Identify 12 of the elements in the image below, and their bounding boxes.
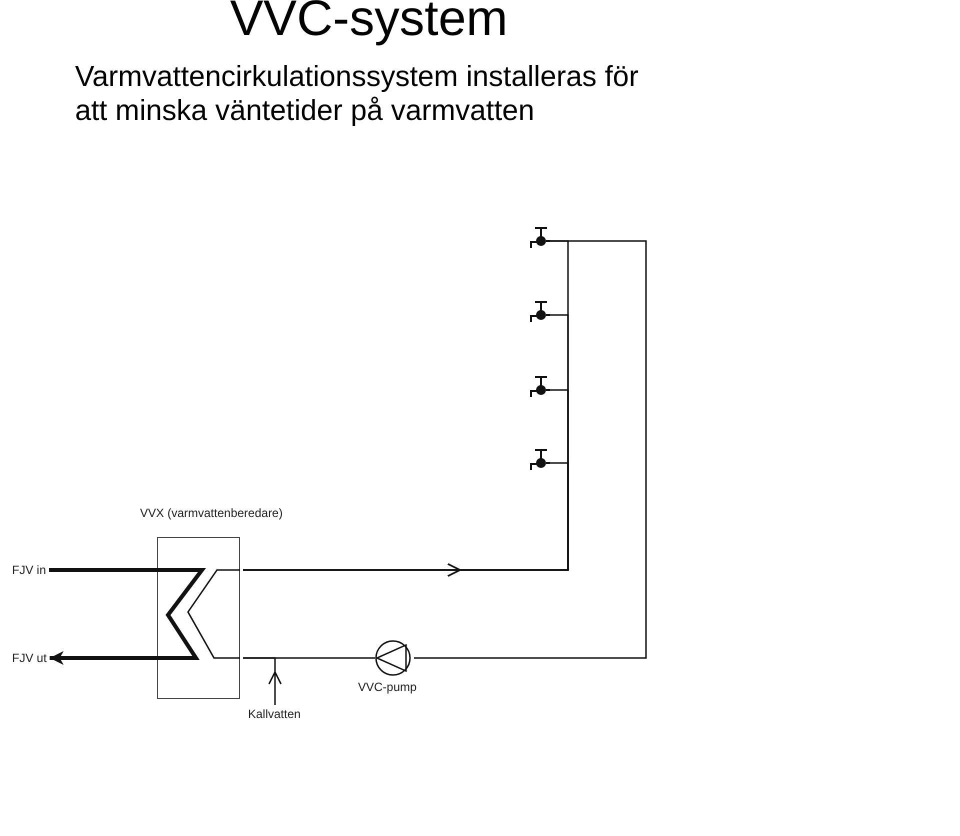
inlet-label: Kallvatten: [248, 707, 301, 721]
pipe: [242, 462, 569, 577]
pipe: [242, 657, 282, 706]
pipe: [50, 651, 157, 665]
title: VVC-system: [230, 0, 508, 48]
pipe-label: FJV in: [12, 563, 46, 577]
pipe: [414, 240, 647, 659]
pipe: [49, 568, 157, 572]
pipe-label: FJV ut: [12, 651, 47, 665]
exchanger-label: VVX (varmvattenberedare): [140, 506, 283, 520]
pump-label: VVC-pump: [358, 680, 417, 694]
subtitle: Varmvattencirkulationssystem installeras för att minska väntetider på varmvatten: [75, 60, 640, 128]
